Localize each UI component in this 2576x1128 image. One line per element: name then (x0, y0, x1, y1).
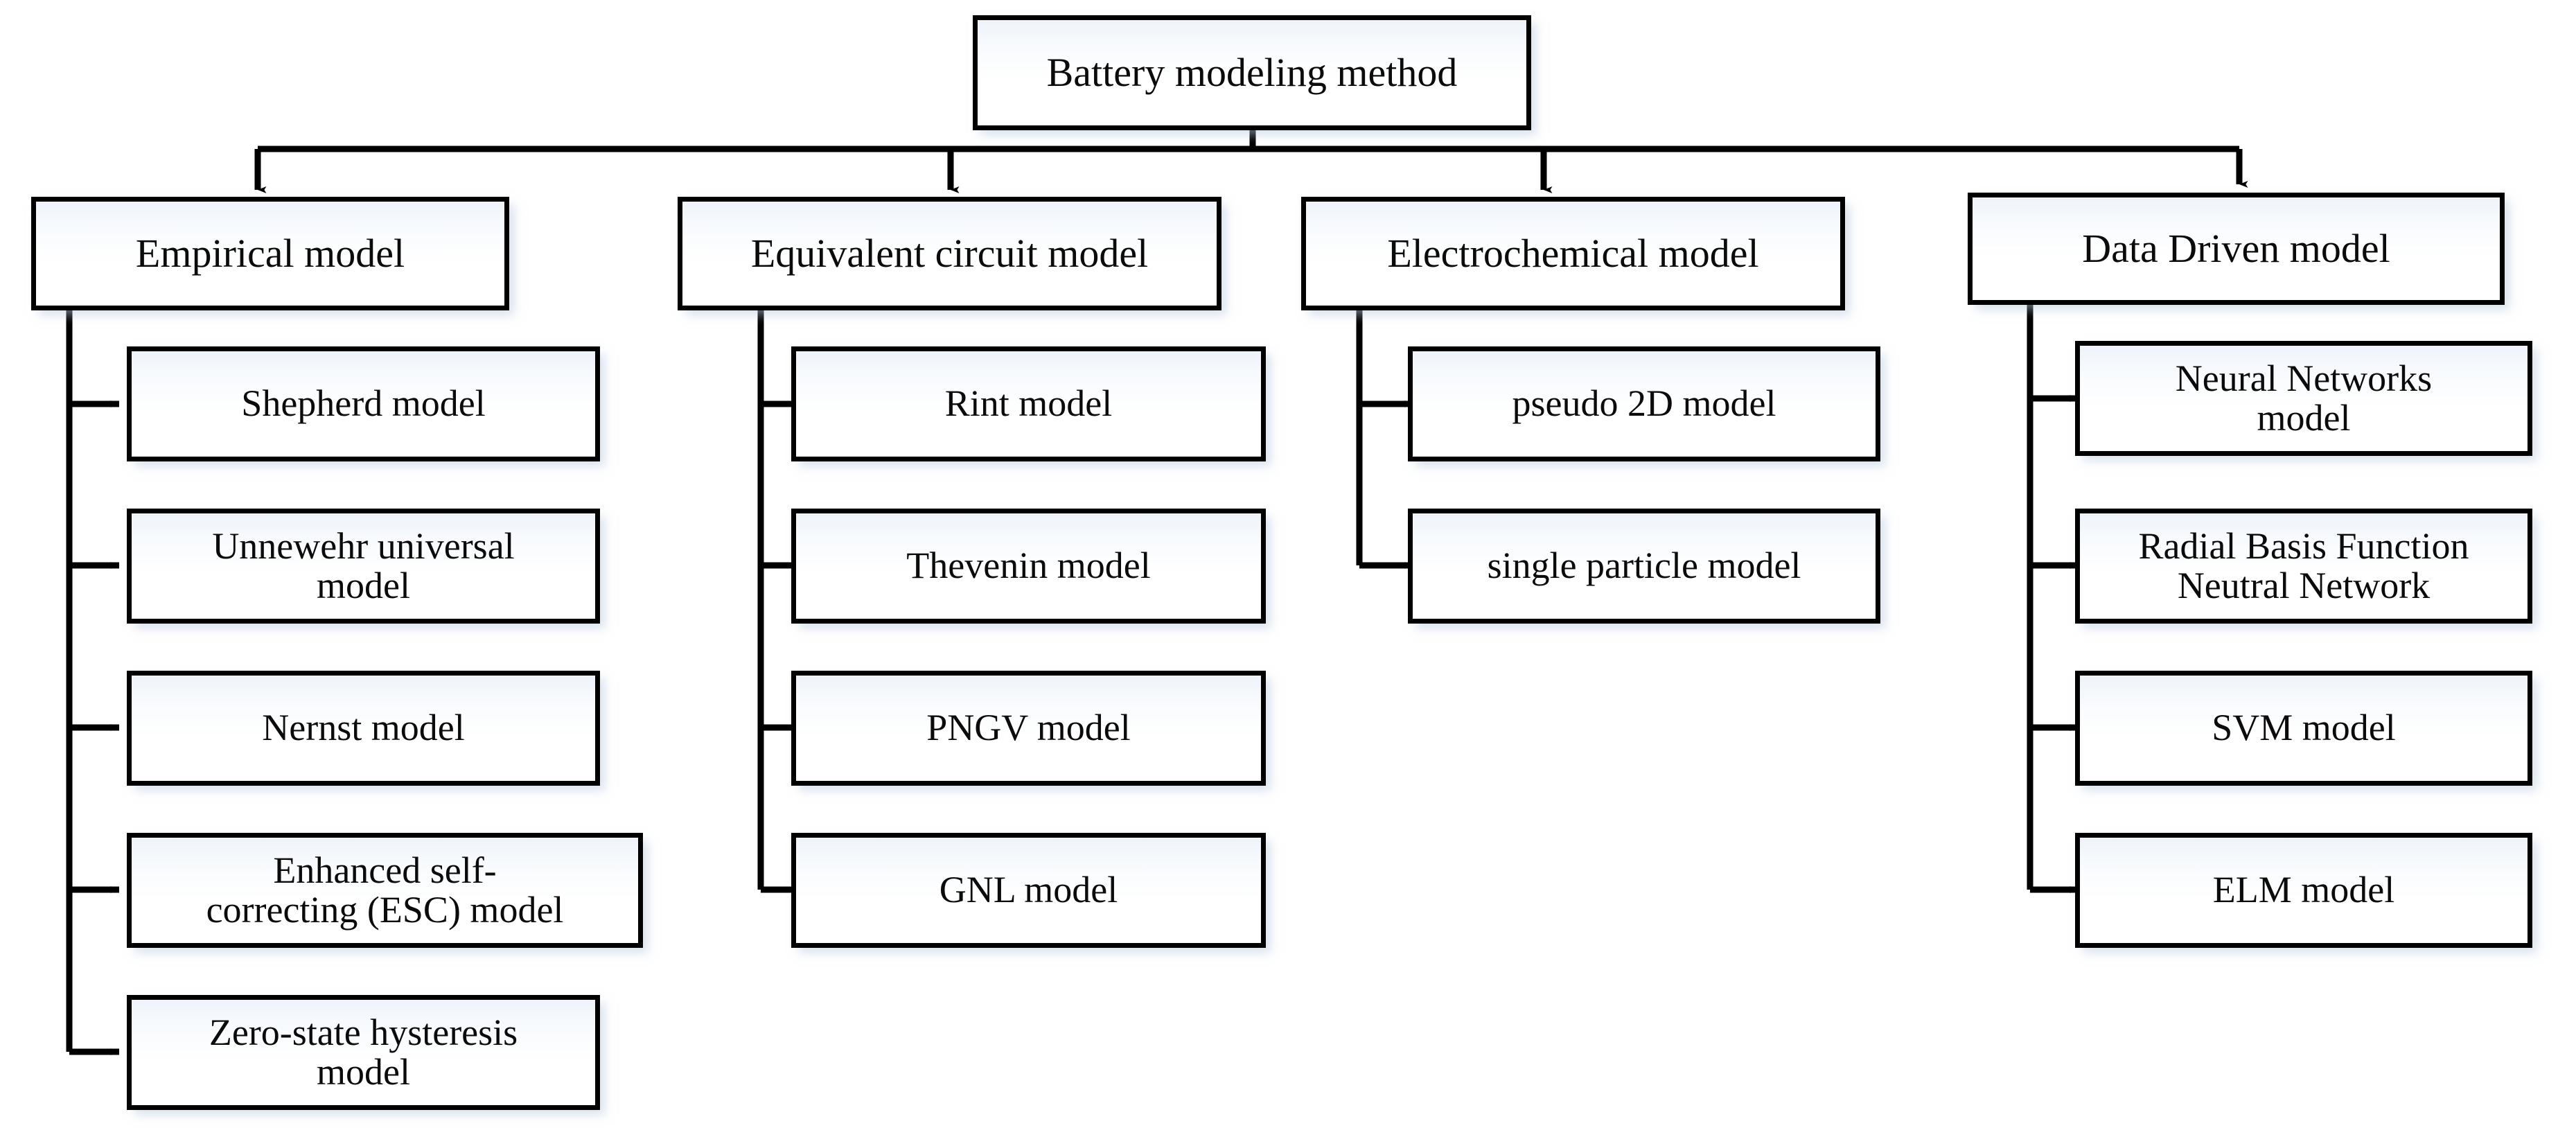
node-pseudo-2d-label: pseudo 2D model (1512, 382, 1776, 425)
node-svm[interactable]: SVM model (2075, 671, 2532, 786)
node-root-label: Battery modeling method (1046, 50, 1458, 96)
node-thevenin-label: Thevenin model (906, 545, 1151, 587)
node-elm[interactable]: ELM model (2075, 833, 2532, 948)
node-root[interactable]: Battery modeling method (973, 15, 1531, 130)
node-nernst-label: Nernst model (262, 707, 465, 749)
node-unnewehr-label: Unnewehr universal model (212, 525, 515, 606)
node-rbf-label: Radial Basis Function Neutral Network (2138, 525, 2469, 606)
node-gnl-label: GNL model (939, 869, 1118, 911)
node-neural-networks[interactable]: Neural Networks model (2075, 341, 2532, 456)
node-unnewehr[interactable]: Unnewehr universal model (127, 509, 600, 624)
node-nernst[interactable]: Nernst model (127, 671, 600, 786)
node-zero-state-label: Zero-state hysteresis model (209, 1011, 518, 1093)
node-esc[interactable]: Enhanced self- correcting (ESC) model (127, 833, 643, 948)
node-pseudo-2d[interactable]: pseudo 2D model (1408, 346, 1880, 461)
node-pngv[interactable]: PNGV model (791, 671, 1266, 786)
node-gnl[interactable]: GNL model (791, 833, 1266, 948)
node-single-particle-label: single particle model (1487, 545, 1801, 587)
node-equivalent-circuit[interactable]: Equivalent circuit model (678, 197, 1221, 310)
node-equivalent-circuit-label: Equivalent circuit model (750, 231, 1149, 276)
node-pngv-label: PNGV model (926, 707, 1131, 749)
node-data-driven-label: Data Driven model (2082, 226, 2390, 272)
node-shepherd[interactable]: Shepherd model (127, 346, 600, 461)
node-esc-label: Enhanced self- correcting (ESC) model (206, 849, 564, 931)
node-shepherd-label: Shepherd model (241, 382, 486, 425)
node-empirical-label: Empirical model (135, 231, 405, 276)
node-electrochemical[interactable]: Electrochemical model (1301, 197, 1845, 310)
node-empirical[interactable]: Empirical model (31, 197, 509, 310)
node-rbf[interactable]: Radial Basis Function Neutral Network (2075, 509, 2532, 624)
node-rint-label: Rint model (944, 382, 1113, 425)
node-elm-label: ELM model (2212, 869, 2395, 911)
node-svm-label: SVM model (2212, 707, 2396, 749)
node-data-driven[interactable]: Data Driven model (1968, 193, 2505, 305)
node-thevenin[interactable]: Thevenin model (791, 509, 1266, 624)
node-zero-state[interactable]: Zero-state hysteresis model (127, 995, 600, 1110)
node-single-particle[interactable]: single particle model (1408, 509, 1880, 624)
node-neural-networks-label: Neural Networks model (2175, 357, 2433, 439)
node-electrochemical-label: Electrochemical model (1387, 231, 1759, 276)
node-rint[interactable]: Rint model (791, 346, 1266, 461)
